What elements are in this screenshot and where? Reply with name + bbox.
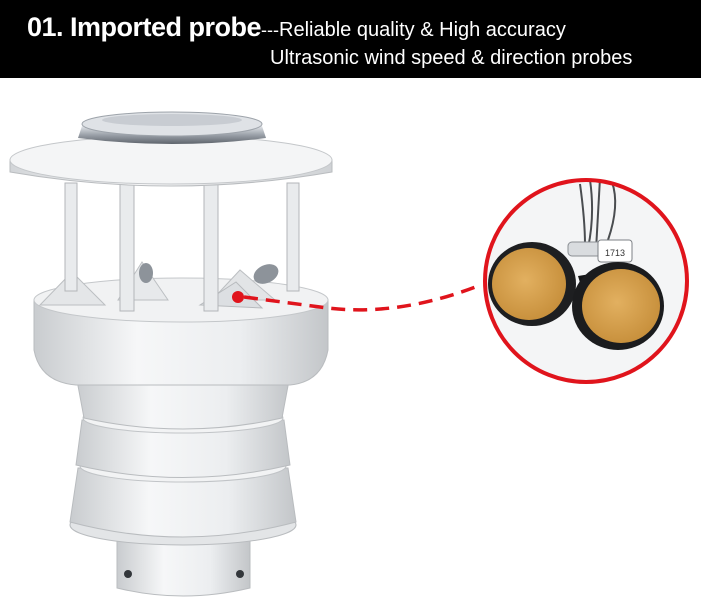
banner-subtitle-1: Reliable quality & High accuracy	[279, 19, 566, 41]
title-banner: 01. Imported probe---Reliable quality & …	[0, 0, 701, 78]
magnified-probe-view: 1713	[483, 178, 689, 384]
weather-sensor	[9, 111, 333, 597]
probe-tag-text: 1713	[605, 248, 625, 258]
banner-subtitle-2: Ultrasonic wind speed & direction probes	[270, 47, 633, 69]
sensor-housing	[33, 299, 329, 386]
banner-line-1: 01. Imported probe---Reliable quality & …	[27, 12, 566, 43]
probe-marker-dot	[232, 291, 244, 303]
banner-title: 01. Imported probe	[27, 12, 262, 42]
left-transducer	[488, 242, 576, 326]
right-transducer	[572, 262, 664, 350]
banner-separator: ---	[261, 20, 280, 40]
support-rods	[64, 182, 300, 312]
product-illustration: 1713	[9, 111, 689, 597]
radiation-shield	[69, 374, 297, 546]
sensor-base	[116, 527, 251, 597]
top-cap	[9, 111, 333, 187]
